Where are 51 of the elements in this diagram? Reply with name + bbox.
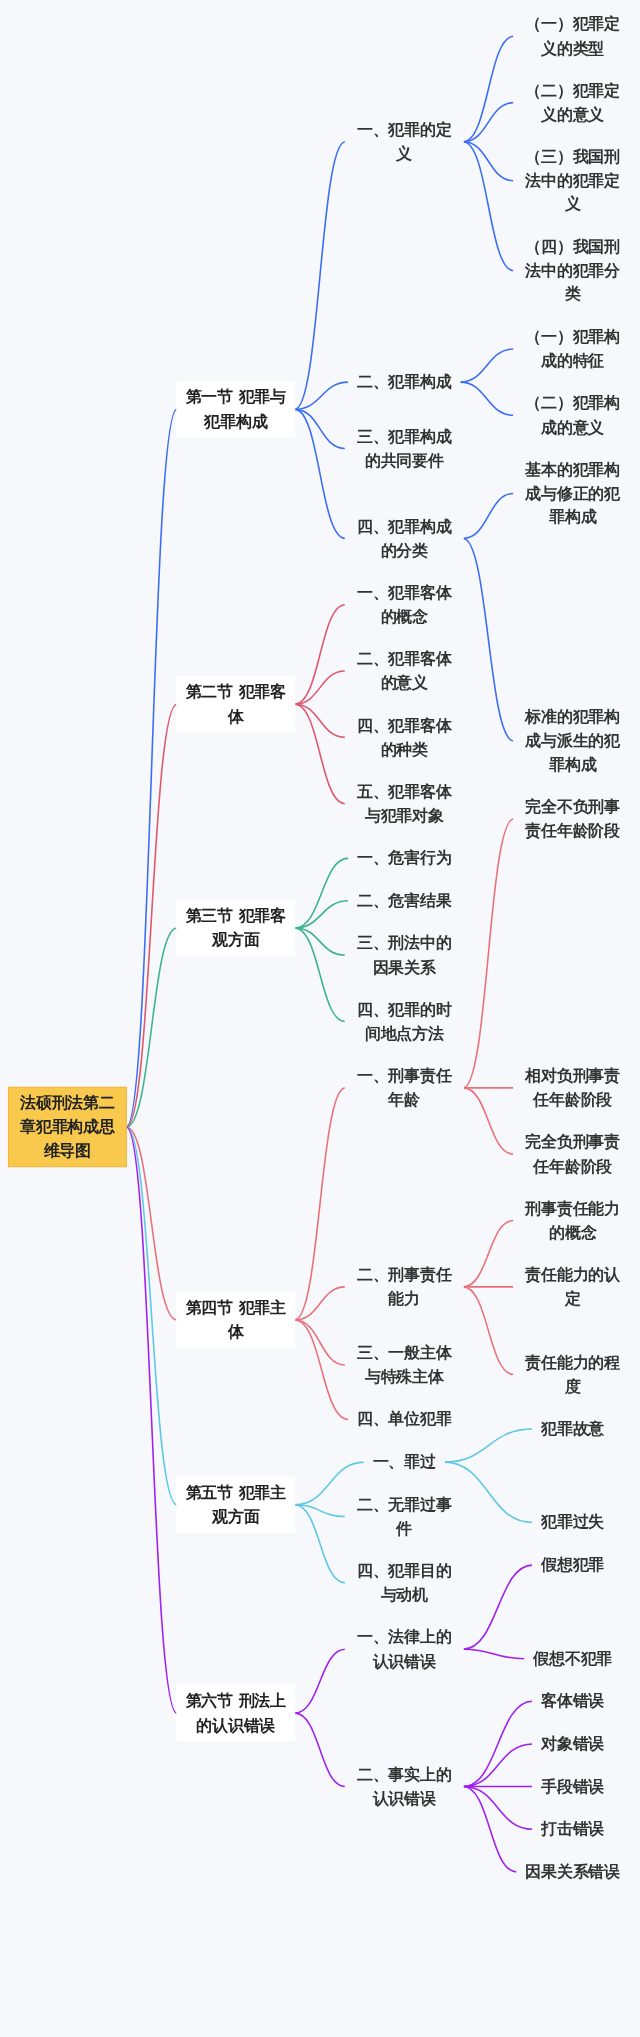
node-text: 手段错误 [541, 1776, 605, 1796]
node-text: 完全负刑事责任年龄阶段 [525, 1132, 620, 1176]
node-text: 四、单位犯罪 [356, 1409, 452, 1429]
node-text: （一）犯罪构成的特征 [525, 327, 620, 370]
node-text: 二、无罪过事件 [356, 1495, 452, 1538]
node-box: 第一节 犯罪与犯罪构成 [176, 380, 296, 438]
node-box: 第四节 犯罪主体 [176, 1291, 296, 1349]
node-text: 一、法律上的认识错误 [356, 1627, 452, 1671]
node-text: 一、罪过 [372, 1452, 436, 1472]
node-text: 标准的犯罪构成与派生的犯罪构成 [525, 707, 620, 774]
node-text: （四）我国刑法中的犯罪分类 [525, 237, 620, 304]
node-text: 相对负刑事责任年龄阶段 [525, 1066, 620, 1109]
node-text: 二、事实上的认识错误 [356, 1765, 452, 1808]
node-box: 第二节 犯罪客体 [176, 675, 296, 733]
node-text: 一、犯罪的定义 [356, 120, 452, 163]
node-box: 第三节 犯罪客观方面 [176, 899, 296, 957]
node-text: 客体错误 [541, 1691, 605, 1711]
node-text: 犯罪过失 [541, 1512, 605, 1532]
node-text: 责任能力的认定 [525, 1265, 620, 1308]
node-text: 五、犯罪客体与犯罪对象 [356, 782, 452, 825]
node-text: （一）犯罪定义的类型 [525, 14, 620, 58]
node-text: 一、刑事责任年龄 [356, 1066, 452, 1109]
node-text: 二、危害结果 [356, 891, 452, 910]
node-text: 二、刑事责任能力 [356, 1265, 452, 1308]
node-box: 法硕刑法第二章犯罪构成思维导图 [7, 1086, 127, 1168]
node-text: 四、犯罪构成的分类 [356, 516, 452, 560]
node-text: （二）犯罪构成的意义 [525, 393, 620, 437]
node-text: 三、犯罪构成的共同要件 [356, 426, 452, 470]
node-text: 二、犯罪客体的意义 [356, 649, 452, 693]
node-box: 第六节 刑法上的认识错误 [176, 1684, 296, 1742]
node-text: 犯罪故意 [541, 1419, 605, 1439]
node-text: （二）犯罪定义的意义 [525, 81, 620, 124]
node-text: 二、犯罪构成 [356, 372, 452, 392]
node-text: 刑事责任能力的概念 [525, 1198, 620, 1242]
node-text: 假想不犯罪 [533, 1648, 613, 1668]
node-text: 因果关系错误 [525, 1862, 620, 1882]
node-text: 四、犯罪目的与动机 [356, 1561, 452, 1604]
node-text: 一、危害行为 [356, 848, 452, 868]
node-text: 假想犯罪 [541, 1555, 605, 1575]
node-text: 责任能力的程度 [525, 1352, 620, 1396]
node-text: （三）我国刑法中的犯罪定义 [525, 147, 620, 214]
node-text: 对象错误 [541, 1734, 605, 1754]
node-text: 打击错误 [541, 1819, 605, 1839]
node-text: 完全不负刑事责任年龄阶段 [525, 797, 620, 841]
node-box: 第五节 犯罪主观方面 [176, 1476, 296, 1534]
node-text: 三、刑法中的因果关系 [356, 933, 452, 977]
node-text: 四、犯罪客体的种类 [356, 715, 452, 759]
node-text: 一、犯罪客体的概念 [356, 583, 452, 626]
node-text: 基本的犯罪构成与修正的犯罪构成 [525, 460, 620, 527]
node-text: 三、一般主体与特殊主体 [356, 1343, 452, 1387]
node-text: 四、犯罪的时间地点方法 [356, 1000, 452, 1043]
